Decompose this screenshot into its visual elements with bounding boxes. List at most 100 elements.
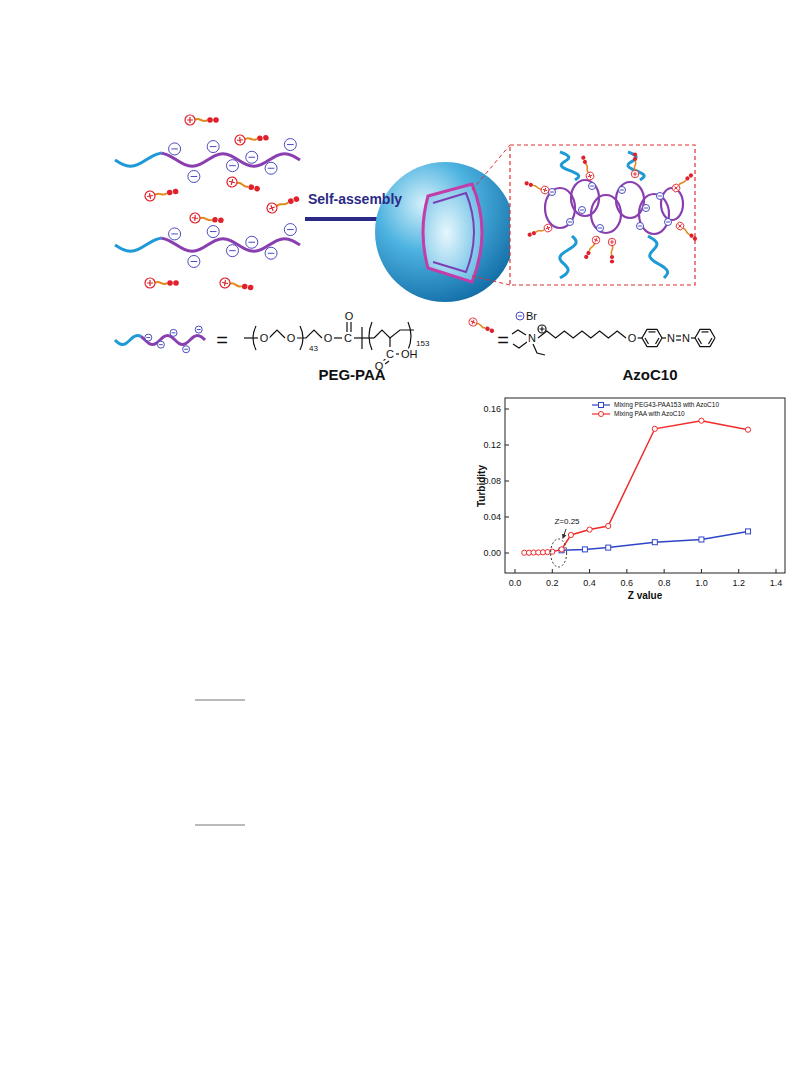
- tick-label: 1.0: [695, 579, 708, 588]
- peg-corona: [648, 236, 668, 278]
- micelle-sphere: [375, 145, 515, 302]
- anion-mark: [145, 334, 152, 341]
- azo-surfactant: [190, 213, 201, 224]
- anion-mark: [658, 196, 662, 197]
- azo-surfactant: [585, 164, 590, 173]
- equals-sign: =: [497, 330, 509, 350]
- polymer-chain: [115, 139, 300, 183]
- anion-mark: [549, 189, 556, 196]
- paa-core: [571, 180, 599, 216]
- anion-mark: [183, 346, 190, 353]
- legend-text: Mixing PEG43-PAA153 with AzoC10: [614, 402, 719, 409]
- anion-mark: [265, 162, 277, 174]
- anion-mark: [191, 261, 198, 262]
- atom-label: O: [286, 333, 297, 344]
- anion-mark: [549, 189, 556, 196]
- anion-mark: [226, 160, 238, 172]
- azo-surfactant: [237, 182, 249, 187]
- benzene-ring: [698, 338, 702, 344]
- peg-block: [115, 238, 161, 251]
- repeat-bracket: [408, 322, 411, 350]
- anion-mark: [195, 326, 202, 333]
- azo-surfactant: [593, 237, 599, 243]
- micelle-sphere: [472, 145, 510, 190]
- self-assembly-scheme: [115, 115, 699, 302]
- anion-mark: [597, 225, 604, 232]
- azo-surfactant: [470, 319, 476, 325]
- repeat-count: 43: [309, 345, 318, 353]
- azo-surfactant: [228, 178, 235, 185]
- azo-surfactant: [476, 323, 485, 329]
- anion-mark: [171, 233, 178, 234]
- axis-tick: [505, 517, 509, 518]
- axis-tick: [505, 445, 509, 446]
- axis-tick: [515, 569, 516, 573]
- azo-surfactant: [489, 328, 495, 334]
- azo-surfactant: [268, 204, 276, 212]
- azo-surfactant: [542, 187, 548, 193]
- azo-surfactant: [545, 225, 551, 231]
- chemical-bond: [346, 322, 347, 332]
- anion-mark: [171, 148, 178, 149]
- anion-mark: [210, 146, 217, 147]
- azo-surfactant: [173, 280, 179, 286]
- anion-mark: [590, 186, 594, 187]
- page-rule: [195, 700, 245, 701]
- data-marker: [582, 547, 587, 552]
- benzene-ring: [649, 331, 656, 332]
- azo-surfactant: [631, 152, 639, 177]
- chemical-bond: [334, 337, 342, 338]
- azo-surfactant: [581, 155, 586, 160]
- chemical-bond: [637, 337, 642, 338]
- polymer-chain: [115, 224, 300, 268]
- anion-mark: [567, 219, 574, 226]
- axis-tick: [589, 569, 590, 573]
- azo-surfactant: [675, 221, 699, 243]
- tick-label: 0.8: [658, 579, 671, 588]
- chemical-bond: [361, 327, 362, 338]
- anion-mark: [197, 329, 201, 330]
- tick-label: 0.04: [483, 513, 501, 522]
- axis-title: Turbidity: [477, 465, 487, 507]
- data-marker: [699, 418, 704, 423]
- azo-surfactant: [172, 188, 178, 194]
- atom-label: N: [666, 333, 676, 344]
- azo-surfactant: [145, 278, 155, 288]
- anion-mark: [589, 183, 596, 190]
- chemical-bond: [354, 337, 374, 338]
- anion-mark: [210, 231, 217, 232]
- anion-mark: [567, 219, 574, 226]
- azo-surfactant: [235, 135, 246, 146]
- micelle-sphere: [375, 162, 515, 302]
- polymer-chain: [115, 326, 205, 353]
- axis-tick: [505, 481, 509, 482]
- azo-surfactant: [582, 159, 587, 164]
- anion-mark: [643, 205, 650, 212]
- anion-mark: [207, 226, 219, 238]
- micelle-inset: [510, 145, 695, 285]
- atom-label: C: [343, 333, 353, 344]
- anion-mark: [170, 329, 177, 336]
- anion-mark: [265, 247, 277, 259]
- anion-mark: [226, 245, 238, 257]
- anion-mark: [644, 208, 648, 209]
- azo-surfactant: [248, 184, 255, 191]
- charge-symbol: [518, 316, 522, 317]
- azo-surfactant: [523, 179, 549, 195]
- azo-surfactant: [527, 232, 532, 237]
- anion-mark: [169, 228, 181, 240]
- azo-surfactant: [257, 135, 263, 141]
- azo-surfactant: [207, 117, 213, 123]
- data-marker: [699, 537, 704, 542]
- azo-surfactant: [241, 283, 247, 289]
- highlight-ellipse: [551, 539, 567, 567]
- azo-surfactant: [145, 278, 179, 288]
- data-marker: [559, 548, 564, 553]
- azo-surfactant: [166, 189, 172, 195]
- pointer-arrow: [563, 529, 566, 538]
- axis-tick: [505, 409, 509, 410]
- anion-mark: [666, 222, 670, 223]
- atom-label: O: [259, 333, 270, 344]
- anion-mark: [589, 183, 596, 190]
- anion-mark: [265, 162, 277, 174]
